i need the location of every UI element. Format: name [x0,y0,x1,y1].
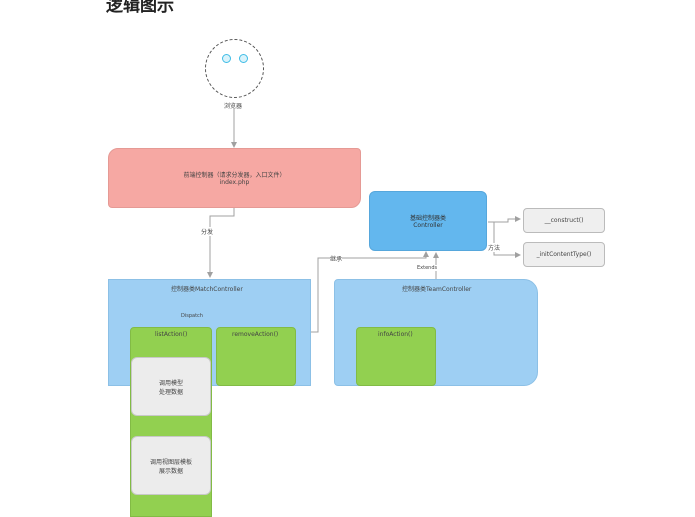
list-action-label: listAction() [155,331,188,338]
edge-base-to-construct [488,216,521,223]
edge-front-to-match [207,208,235,278]
construct-method-node: __construct() [523,208,605,233]
left-eye-icon [222,54,231,63]
edge-method-label: 方法 [488,243,501,252]
match-controller-title: 控制器类MatchController [171,286,243,293]
front-controller-title: 前端控制器（请求分发器，入口文件） [183,172,286,179]
edge-inherit-label: 继承 [330,254,343,263]
edge-remove-to-base [297,251,429,333]
remove-action-node: removeAction() [216,327,296,386]
page-heading: 逻辑图示 [106,0,174,16]
info-action-node: infoAction() [356,327,436,386]
info-action-label: infoAction() [378,331,413,338]
call-model-line2: 处理数据 [158,388,183,396]
edge-extends-label: Extends [417,265,438,271]
init-content-type-label: _initContentType() [536,251,592,258]
edge-base-to-init [488,221,521,258]
call-view-line2: 展示数据 [158,467,183,475]
call-model-line1: 调用模型 [158,379,183,387]
edge-dispatch-loop-label: Dispatch [181,313,203,319]
call-model-step: 调用模型 处理数据 [131,357,211,416]
call-view-step: 调用视图层模板 展示数据 [131,436,211,495]
construct-method-label: __construct() [544,217,584,224]
remove-action-label: removeAction() [232,331,279,338]
front-controller-node: 前端控制器（请求分发器，入口文件） index.php [108,148,361,208]
smiley-face-icon [220,54,250,66]
base-controller-node: 基础控制器类 Controller [369,191,487,251]
edge-dispatch-label: 分发 [201,227,214,236]
browser-node [205,39,264,98]
init-content-type-node: _initContentType() [523,242,605,267]
base-controller-title: 基础控制器类 [409,215,446,222]
browser-label: 浏览器 [224,103,243,110]
front-controller-file: index.php [219,179,250,186]
call-view-line1: 调用视图层模板 [149,458,192,466]
right-eye-icon [239,54,248,63]
base-controller-class: Controller [413,222,443,229]
team-controller-title: 控制器类TeamController [402,286,472,293]
